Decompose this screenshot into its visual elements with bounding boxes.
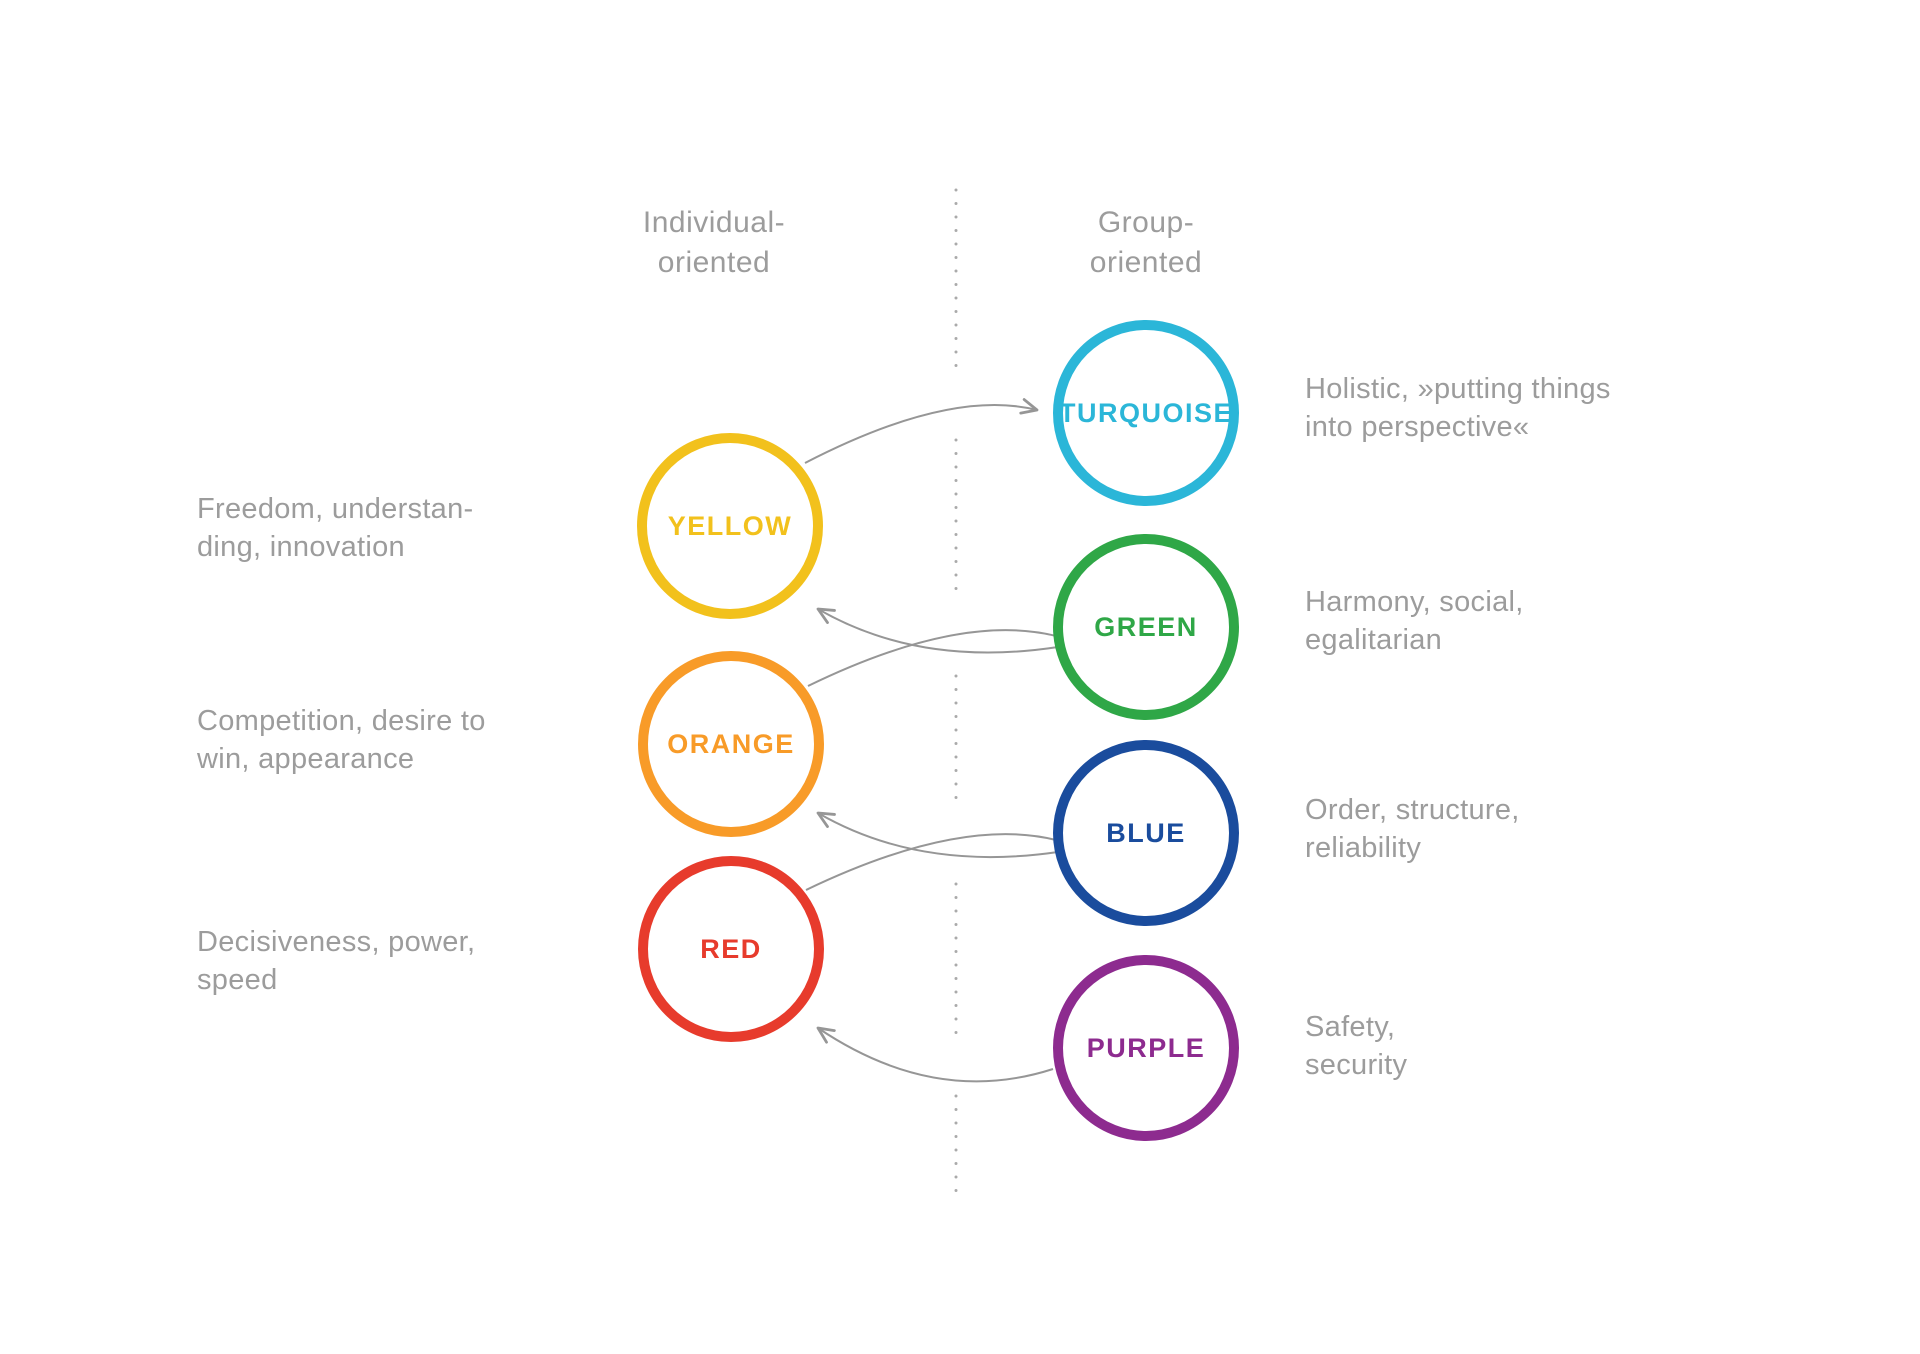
annotation-line: win, appearance	[197, 743, 415, 775]
circle-label-turquoise: TURQUOISE	[1059, 397, 1234, 428]
circle-blue: BLUE	[1053, 740, 1239, 926]
column-header-individual: Individual- oriented	[514, 203, 914, 283]
circle-label-green: GREEN	[1094, 611, 1198, 642]
annotation-line: into perspective«	[1305, 411, 1530, 443]
circle-yellow: YELLOW	[637, 433, 823, 619]
annotation-orange: Competition, desire to win, appearance	[197, 702, 486, 778]
circle-label-purple: PURPLE	[1086, 1032, 1206, 1063]
arrow-blue-to-orange	[816, 811, 1059, 859]
annotation-line: Competition, desire to	[197, 705, 486, 737]
annotation-line: Holistic, »putting things	[1305, 373, 1611, 405]
circle-label-red: RED	[700, 933, 762, 964]
annotation-turquoise: Holistic, »putting things into perspecti…	[1305, 370, 1611, 446]
annotation-line: reliability	[1305, 832, 1422, 864]
annotation-line: Freedom, understan-	[197, 493, 474, 525]
curve-orange-to-green	[807, 629, 1057, 687]
circle-purple: PURPLE	[1053, 955, 1239, 1141]
annotation-line: Harmony, social,	[1305, 586, 1524, 618]
column-header-line: Individual-	[642, 206, 786, 239]
annotation-line: Safety,	[1305, 1011, 1396, 1043]
curve-red-to-blue	[805, 833, 1057, 891]
circle-label-yellow: YELLOW	[667, 510, 793, 541]
annotation-line: egalitarian	[1305, 624, 1443, 656]
column-header-line: Group-	[1097, 206, 1195, 239]
annotation-blue: Order, structure, reliability	[1305, 791, 1520, 867]
annotation-line: ding, innovation	[197, 531, 405, 563]
circle-label-blue: BLUE	[1106, 817, 1186, 848]
annotation-line: Decisiveness, power,	[197, 926, 476, 958]
circle-orange: ORANGE	[638, 651, 824, 837]
annotation-line: speed	[197, 964, 278, 996]
arrow-green-to-yellow	[816, 607, 1059, 654]
annotation-purple: Safety, security	[1305, 1008, 1407, 1084]
circle-label-orange: ORANGE	[667, 728, 795, 759]
annotation-yellow: Freedom, understan- ding, innovation	[197, 490, 474, 566]
annotation-line: security	[1305, 1049, 1408, 1081]
circle-red: RED	[638, 856, 824, 1042]
arrow-yellow-to-turquoise	[804, 398, 1039, 464]
column-header-line: oriented	[657, 246, 771, 279]
column-header-line: oriented	[1089, 246, 1203, 279]
circle-turquoise: TURQUOISE	[1053, 320, 1239, 506]
annotation-red: Decisiveness, power, speed	[197, 923, 475, 999]
annotation-line: Order, structure,	[1305, 794, 1520, 826]
column-header-group: Group- oriented	[946, 203, 1346, 283]
annotation-green: Harmony, social, egalitarian	[1305, 583, 1524, 659]
circle-green: GREEN	[1053, 534, 1239, 720]
arrow-purple-to-red	[816, 1026, 1054, 1083]
